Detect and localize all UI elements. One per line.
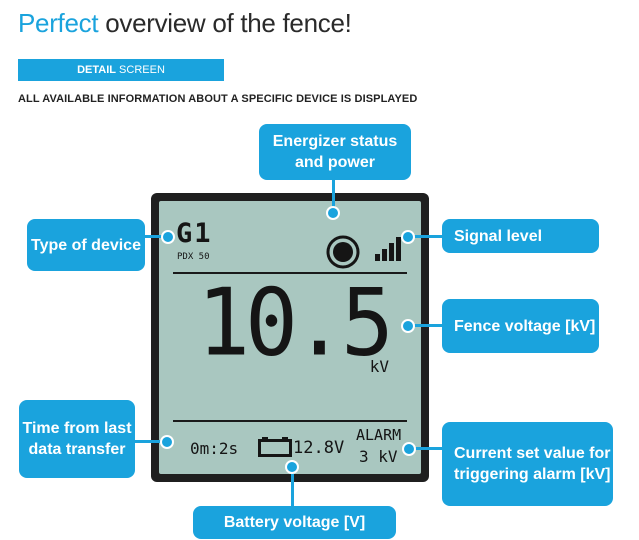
battery-icon — [258, 437, 292, 457]
title-rest: overview of the fence! — [98, 8, 352, 38]
energizer-dot — [326, 206, 340, 220]
device-display: G1 PDX 50 10.5 kV 0m:2s 12.8V ALARM 3 kV — [151, 193, 429, 482]
alarm-connector — [408, 447, 446, 450]
fence-voltage-connector — [406, 324, 442, 327]
energizer-status-icon — [326, 235, 360, 269]
device-type-value: G1 — [176, 218, 213, 249]
time-since-transfer-value: 0m:2s — [190, 439, 239, 458]
battery-connector — [291, 462, 294, 506]
callout-energizer-status: Energizer status and power — [259, 124, 411, 180]
time-dot — [160, 435, 174, 449]
lcd-bottom-divider — [173, 420, 407, 422]
tag-rest: SCREEN — [116, 64, 165, 76]
lcd-top-divider — [173, 272, 407, 274]
signal-connector — [406, 235, 442, 238]
callout-signal-level: Signal level — [442, 219, 599, 253]
tag-bold: DETAIL — [77, 64, 116, 76]
lcd-screen: G1 PDX 50 10.5 kV 0m:2s 12.8V ALARM 3 kV — [159, 201, 421, 474]
fence-voltage-value: 10.5 — [197, 268, 394, 377]
alarm-value: 3 kV — [359, 447, 398, 466]
page-subtitle: ALL AVAILABLE INFORMATION ABOUT A SPECIF… — [18, 93, 418, 105]
callout-alarm-value: Current set value for triggering alarm [… — [442, 422, 613, 506]
callout-fence-voltage: Fence voltage [kV] — [442, 299, 599, 353]
device-model-value: PDX 50 — [177, 252, 210, 262]
battery-dot — [285, 460, 299, 474]
battery-voltage-value: 12.8V — [293, 438, 345, 458]
energizer-connector — [332, 180, 335, 210]
page-title: Perfect overview of the fence! — [18, 8, 352, 39]
fence-voltage-unit: kV — [369, 357, 389, 376]
signal-level-icon — [375, 237, 401, 261]
alarm-label: ALARM — [356, 426, 402, 444]
type-connector — [145, 235, 169, 238]
fence-voltage-dot — [401, 319, 415, 333]
detail-screen-tag: DETAIL SCREEN — [18, 59, 224, 81]
title-accent: Perfect — [18, 8, 99, 38]
alarm-dot — [402, 442, 416, 456]
time-connector — [135, 440, 165, 443]
callout-device-type: Type of device — [27, 219, 145, 271]
signal-dot — [401, 230, 415, 244]
callout-time-from-transfer: Time from last data transfer — [19, 400, 135, 478]
type-dot — [161, 230, 175, 244]
callout-battery-voltage: Battery voltage [V] — [193, 506, 396, 539]
